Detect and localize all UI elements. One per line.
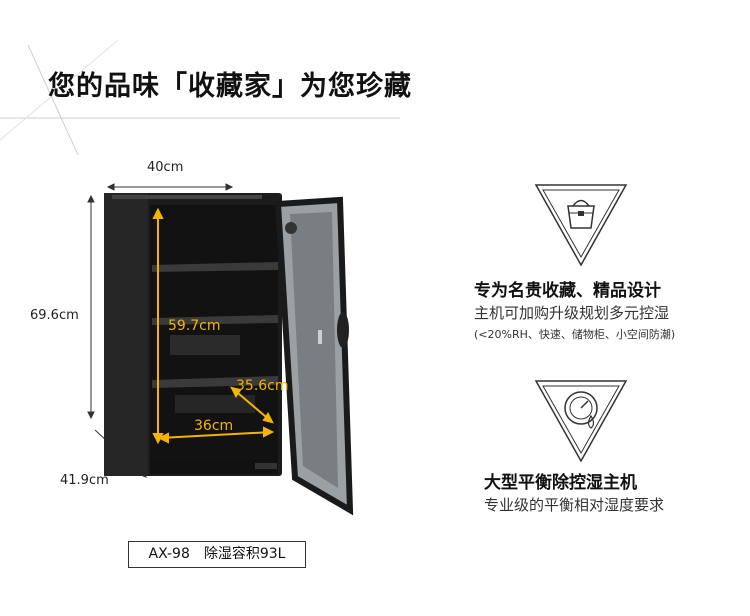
handbag-icon: [534, 184, 628, 267]
inner-depth-label: 35.6cm: [236, 378, 289, 394]
height-label: 69.6cm: [30, 308, 79, 323]
feature-collection-note: (<20%RH、快速、储物柜、小空间防潮): [474, 328, 676, 341]
feature-dehumidifier-title: 大型平衡除控湿主机: [484, 473, 637, 493]
feature-collection-subtitle: 主机可加购升级规划多元控湿: [474, 304, 670, 322]
feature-dehumidifier-subtitle: 专业级的平衡相对湿度要求: [484, 496, 665, 514]
inner-height-label: 59.7cm: [168, 318, 221, 334]
inner-width-label: 36cm: [194, 418, 234, 434]
width-label: 40cm: [147, 160, 184, 175]
page-title: 您的品味「收藏家」为您珍藏: [48, 71, 412, 102]
feature-collection-title: 专为名贵收藏、精品设计: [474, 281, 661, 301]
model-label: AX-98 除湿容积93L: [128, 541, 306, 568]
depth-label: 41.9cm: [60, 473, 109, 488]
hygrometer-icon: [534, 380, 628, 463]
